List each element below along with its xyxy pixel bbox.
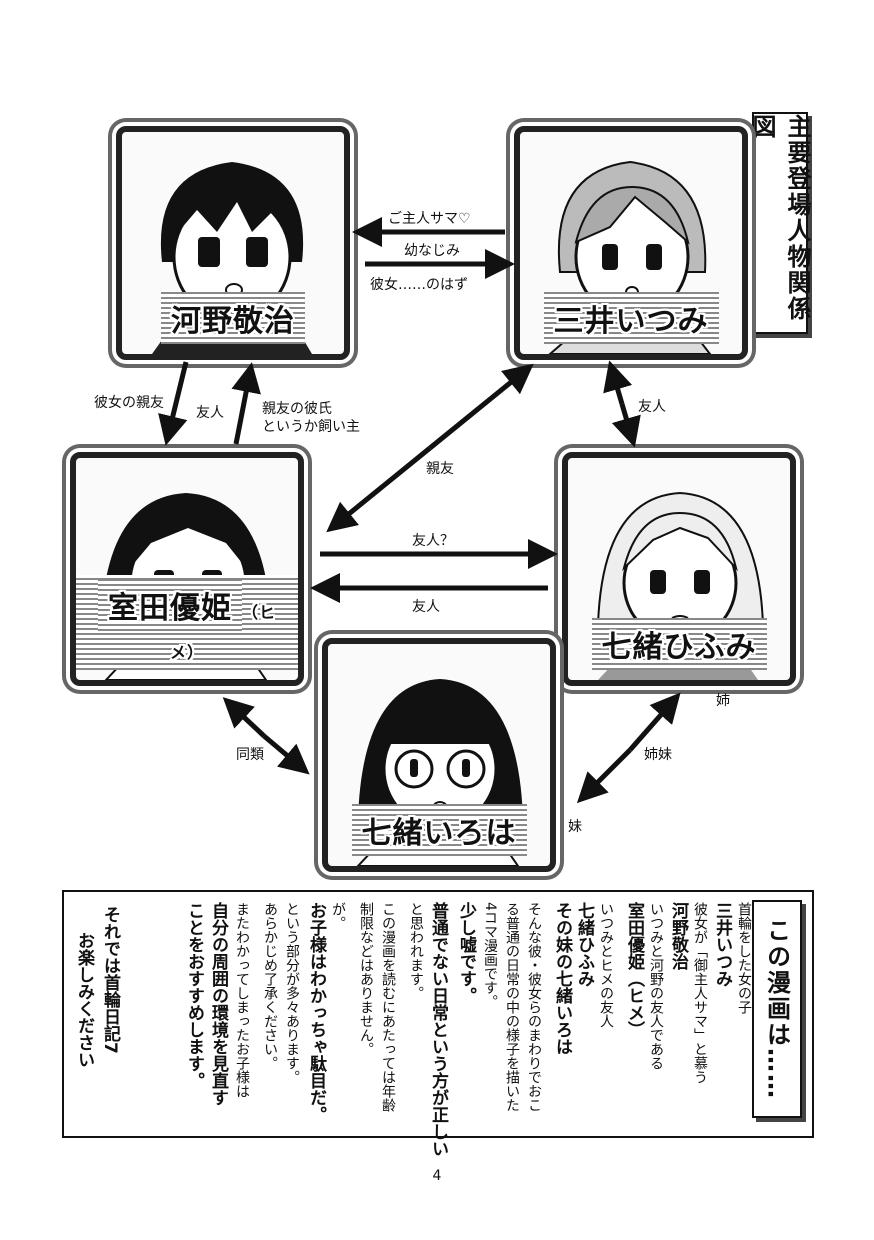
intro-line-2: 三井いつみ — [712, 902, 732, 987]
label-shinyu: 親友 — [426, 461, 454, 477]
intro-line-18: が。 — [330, 902, 346, 930]
intro-line-10: そんな彼・彼女らのまわりでおこ — [526, 902, 542, 1112]
arrow-kono-to-murota — [158, 361, 189, 446]
label-shinyu-kareshi-1: 親友の彼氏 — [262, 401, 332, 417]
diagram-title: 主要登場人物関係図 — [748, 112, 811, 334]
intro-line-8: 七緒ひふみ — [574, 902, 594, 987]
label-dorui: 同類 — [236, 747, 264, 763]
intro-box: この漫画は…… 首輪をした女の子 三井いつみ 彼女が「御主人サマ」と慕う 河野敬… — [62, 890, 814, 1157]
intro-line-21: あらかじめ了承ください。 — [262, 902, 278, 1070]
intro-line-6: 室田優姫（ヒメ） — [624, 902, 644, 1038]
intro-heading-box: この漫画は…… — [752, 900, 802, 1118]
iroha-name: 七緒いろは — [351, 804, 527, 856]
label-yujin-q: 友人？ — [412, 533, 454, 549]
mitsui-nameplate: 三井いつみ — [520, 292, 742, 344]
mitsui-name: 三井いつみ — [543, 292, 719, 344]
murota-suffix: （ヒメ） — [169, 603, 276, 662]
arrow-murota-to-kono — [231, 362, 261, 445]
panel-mitsui: 三井いつみ — [514, 126, 748, 360]
intro-line-17: 制限などはありません。 — [358, 902, 374, 1056]
panel-murota: 室田優姫（ヒメ） — [70, 452, 304, 686]
arrow-mitsui-hifumi-down — [611, 403, 641, 448]
arrow-dorui-down — [262, 734, 310, 775]
page-number: 4 — [432, 1168, 442, 1184]
iroha-nameplate: 七緒いろは — [328, 804, 550, 856]
label-ane: 姉 — [716, 693, 730, 709]
intro-line-14: 普通でない日常という方が正しい — [428, 902, 448, 1157]
arrow-shimai-up — [628, 692, 681, 752]
label-kanojo-no-shinyu: 彼女の親友 — [94, 395, 164, 411]
panel-kono: 河野敬治 — [116, 126, 350, 360]
label-kanojo: 彼女……のはず — [370, 277, 468, 293]
murota-nameplate: 室田優姫（ヒメ） — [76, 575, 298, 670]
intro-line-19: お子様はわかっちゃ駄目だ。 — [306, 902, 326, 1123]
arrow-mitsui-hifumi-up — [603, 360, 633, 405]
intro-line-23: 自分の周囲の環境を見直す — [208, 902, 228, 1106]
label-osananajimi: 幼なじみ — [404, 243, 460, 259]
label-imoto: 妹 — [568, 819, 582, 835]
panel-hifumi: 七緒ひふみ — [562, 452, 796, 686]
intro-line-1: 首輪をした女の子 — [736, 902, 752, 1014]
hifumi-name: 七緒ひふみ — [591, 618, 767, 670]
intro-line-3: 彼女が「御主人サマ」と慕う — [692, 902, 708, 1084]
intro-line-25: それでは首輪日記7 — [100, 906, 120, 1054]
intro-line-24: ことをおすすめします。 — [184, 902, 204, 1089]
intro-line-16: この漫画を読むにあたっては年齢 — [380, 902, 396, 1112]
label-yujin-b: 友人 — [638, 399, 666, 415]
hifumi-portrait — [596, 491, 765, 680]
label-goshujin: ご主人サマ♡ — [388, 211, 471, 227]
kono-nameplate: 河野敬治 — [122, 292, 344, 344]
intro-heading: この漫画は…… — [762, 918, 791, 1100]
arrow-dorui-up — [222, 697, 266, 738]
relation-arrows — [158, 217, 681, 804]
hifumi-nameplate: 七緒ひふみ — [568, 618, 790, 670]
label-shimai: 姉妹 — [644, 747, 672, 763]
intro-line-26: お楽しみください — [74, 932, 94, 1068]
intro-line-4: 河野敬治 — [668, 902, 688, 970]
intro-line-20: という部分が多々あります。 — [284, 902, 300, 1084]
murota-name: 室田優姫 — [97, 579, 242, 631]
kono-name: 河野敬治 — [161, 292, 305, 344]
intro-line-12: 4コマ漫画です。 — [482, 902, 498, 1009]
intro-line-7: いつみとヒメの友人 — [598, 902, 614, 1028]
arrow-shinyu-up — [428, 363, 534, 450]
intro-line-5: いつみと河野の友人である — [648, 902, 664, 1070]
intro-line-11: る普通の日常の中の様子を描いた — [504, 902, 520, 1112]
arrow-shimai-down — [576, 748, 632, 804]
intro-line-22: またわかってしまったお子様は — [234, 902, 250, 1098]
arrow-shinyu-down — [326, 446, 432, 533]
intro-line-13: 少し嘘です。 — [456, 902, 476, 1004]
intro-line-9: その妹の七緒いろは — [552, 902, 572, 1055]
panel-iroha: 七緒いろは — [322, 638, 556, 872]
intro-line-15: と思われます。 — [408, 902, 424, 1000]
diagram-title-text: 主要登場人物関係図 — [748, 114, 811, 322]
label-yujin-a: 友人 — [196, 405, 224, 421]
label-shinyu-kareshi-2: というか飼い主 — [262, 419, 360, 435]
label-yujin-c: 友人 — [412, 599, 440, 615]
